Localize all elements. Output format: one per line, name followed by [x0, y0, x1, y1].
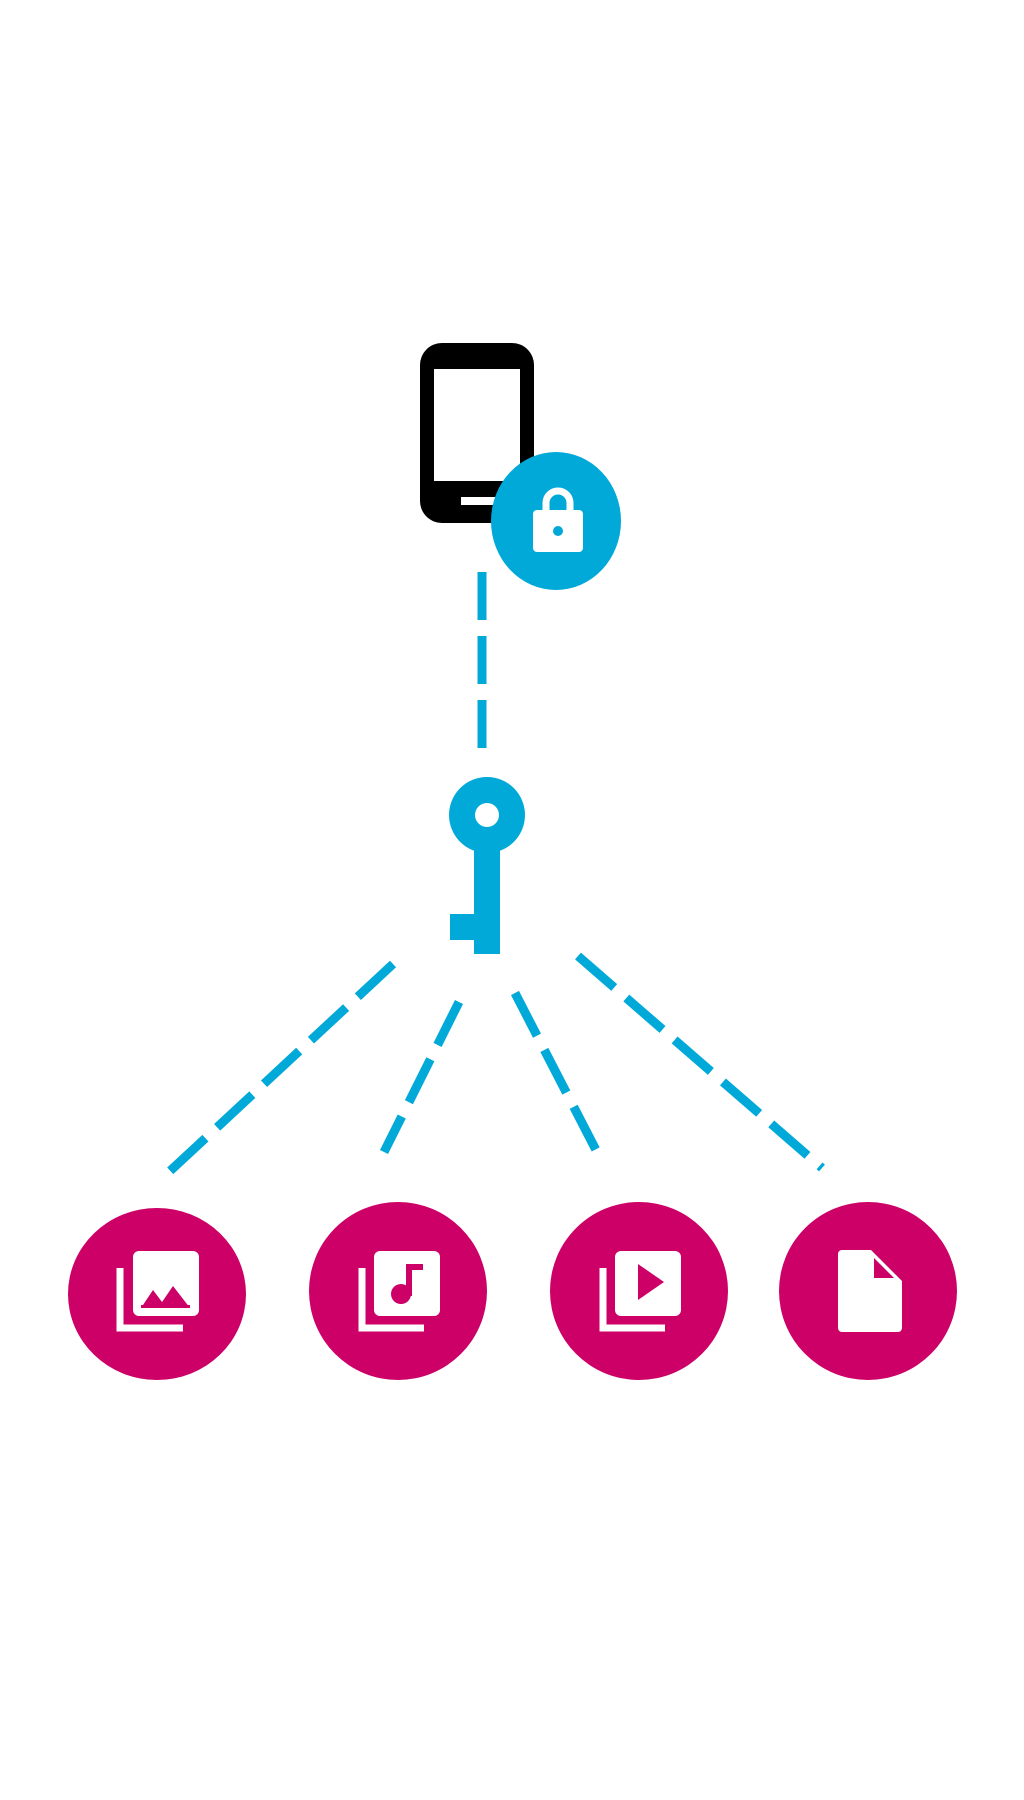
connector-key-music [379, 999, 464, 1155]
document-icon [838, 1250, 902, 1332]
connector-key-videos [511, 990, 601, 1155]
video-collection-icon [599, 1251, 681, 1332]
connector-key-documents [575, 952, 825, 1172]
image-collection-icon [116, 1251, 199, 1332]
document-node [779, 1202, 957, 1380]
key-icon [449, 777, 525, 954]
music-collection-node [309, 1202, 487, 1380]
connector-key-images [165, 960, 397, 1176]
music-collection-icon [358, 1251, 440, 1332]
padlock-icon [491, 452, 621, 590]
video-collection-node [550, 1202, 728, 1380]
image-collection-node [68, 1208, 246, 1380]
